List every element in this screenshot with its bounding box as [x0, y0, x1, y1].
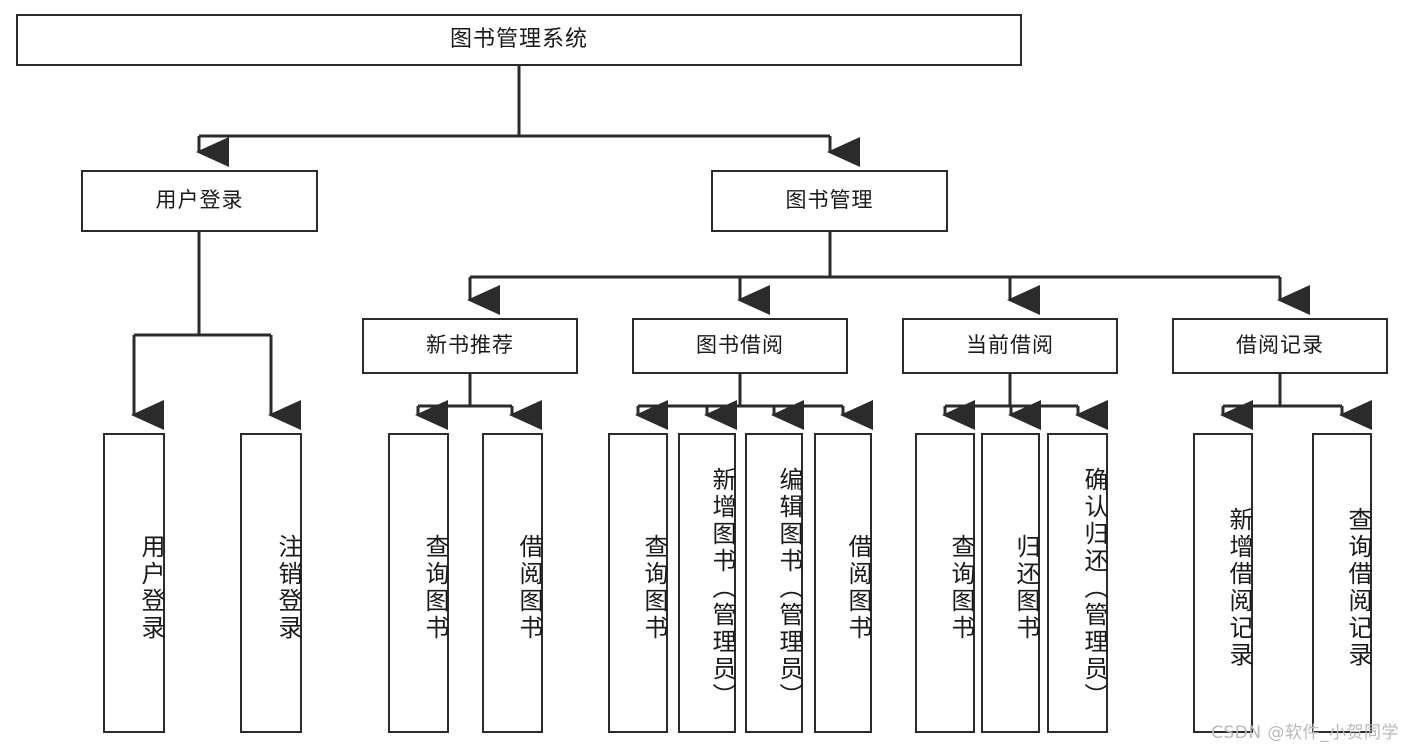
leaf-confirm-return-admin[interactable]: 确认归还（管理员） — [1047, 433, 1108, 733]
leaf-label: 新增借阅记录 — [1225, 507, 1253, 669]
leaf-label: 借阅图书 — [844, 534, 872, 642]
leaf-label: 借阅图书 — [515, 534, 543, 642]
leaf-label: 查询图书 — [421, 534, 449, 642]
leaf-borrow-book-recommend[interactable]: 借阅图书 — [482, 433, 543, 733]
leaf-label: 查询图书 — [640, 534, 668, 642]
leaf-edit-book-admin[interactable]: 编辑图书（管理员） — [745, 433, 803, 733]
leaf-add-book-admin[interactable]: 新增图书（管理员） — [678, 433, 736, 733]
leaf-query-borrow-record[interactable]: 查询借阅记录 — [1312, 433, 1372, 733]
leaf-add-borrow-record[interactable]: 新增借阅记录 — [1193, 433, 1253, 733]
node-new-book-recommend[interactable]: 新书推荐 — [362, 318, 578, 374]
leaf-label: 注销登录 — [274, 534, 302, 642]
leaf-query-book-current[interactable]: 查询图书 — [915, 433, 975, 733]
leaf-borrow-book[interactable]: 借阅图书 — [814, 433, 872, 733]
leaf-user-login[interactable]: 用户登录 — [103, 433, 165, 733]
node-book-borrow[interactable]: 图书借阅 — [632, 318, 848, 374]
node-book-management[interactable]: 图书管理 — [711, 170, 948, 232]
watermark-text: CSDN @软件_小贺同学 — [1211, 723, 1399, 743]
node-root[interactable]: 图书管理系统 — [16, 14, 1022, 66]
leaf-label: 用户登录 — [137, 534, 165, 642]
leaf-logout[interactable]: 注销登录 — [240, 433, 302, 733]
node-current-borrow[interactable]: 当前借阅 — [902, 318, 1118, 374]
leaf-label: 查询图书 — [947, 534, 975, 642]
leaf-label: 编辑图书（管理员） — [775, 466, 803, 710]
node-user-login[interactable]: 用户登录 — [81, 170, 318, 232]
leaf-query-book-borrow[interactable]: 查询图书 — [608, 433, 668, 733]
leaf-label: 确认归还（管理员） — [1080, 466, 1108, 710]
leaf-label: 归还图书 — [1012, 534, 1040, 642]
leaf-query-book-recommend[interactable]: 查询图书 — [388, 433, 449, 733]
node-borrow-record[interactable]: 借阅记录 — [1172, 318, 1388, 374]
leaf-label: 新增图书（管理员） — [708, 466, 736, 710]
leaf-label: 查询借阅记录 — [1344, 507, 1372, 669]
leaf-return-book[interactable]: 归还图书 — [981, 433, 1040, 733]
